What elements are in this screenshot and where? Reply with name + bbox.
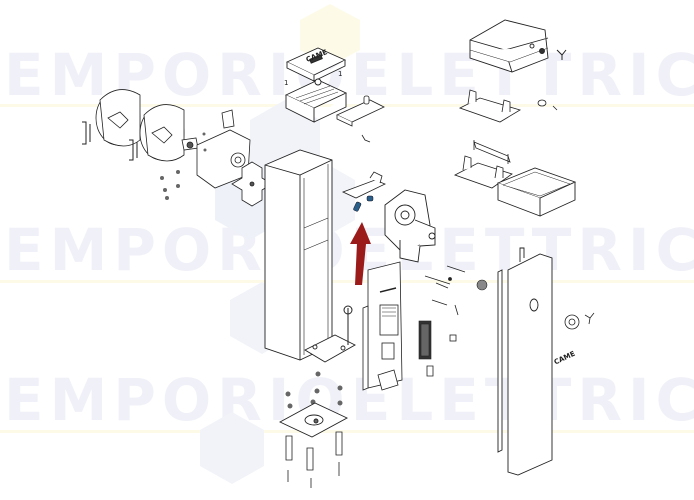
- anchor-bolts: [287, 462, 340, 488]
- came-logo-loose: CAME: [553, 350, 577, 367]
- column-housing: [264, 149, 356, 363]
- highlighted-pins: [353, 195, 374, 212]
- key-lock: [564, 312, 595, 330]
- base-nuts: [285, 371, 343, 409]
- relay-module: [418, 320, 432, 360]
- anchor-brackets: [285, 431, 343, 471]
- cross-plate: [231, 161, 273, 207]
- spacer-bar: [473, 140, 511, 164]
- control-box-lid: [285, 47, 347, 82]
- watermark-underline: [0, 430, 694, 433]
- wrench-key: [343, 305, 353, 345]
- front-door-panel: [497, 247, 553, 476]
- base-plate: [279, 402, 348, 438]
- spring-assembly: [181, 109, 251, 189]
- motor-cover: [469, 19, 549, 73]
- rods: [424, 265, 466, 306]
- wing-screw: [556, 49, 567, 60]
- callout-1-left: 1: [284, 79, 288, 87]
- pin-bracket: [341, 171, 386, 199]
- mounting-plate-lower: [453, 155, 513, 189]
- cable-clip: [361, 134, 371, 143]
- end-cap-right: [139, 104, 185, 162]
- small-fittings: [537, 99, 558, 111]
- base-cover-tray: [496, 167, 577, 217]
- mounting-plate-upper: [458, 89, 521, 123]
- callout-1-right: 1: [338, 70, 342, 78]
- gear-motor: [384, 189, 436, 263]
- end-cap-left: [95, 89, 141, 147]
- circuit-board-small: [336, 95, 385, 127]
- screws-loose: [160, 132, 207, 200]
- clip-brackets: [82, 121, 138, 161]
- highlight-arrow: [350, 222, 371, 285]
- small-components: [426, 304, 459, 377]
- watermark-underline: [0, 280, 694, 283]
- watermark-underline: [0, 104, 694, 107]
- control-box-base: [284, 78, 348, 123]
- knurled-knob: [476, 279, 488, 291]
- control-board-panel: [362, 261, 403, 391]
